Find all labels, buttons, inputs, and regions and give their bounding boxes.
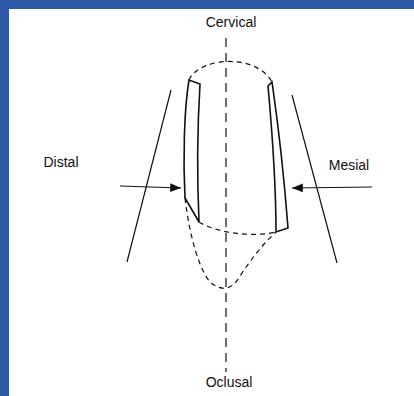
pressure-arrow — [292, 187, 372, 188]
distal-wall — [184, 80, 200, 222]
view-label: Oclusal — [206, 375, 253, 389]
view-label: Mesial — [329, 158, 369, 172]
cervical-outline — [189, 61, 272, 82]
occlusal-outline — [185, 198, 276, 288]
view-label: Cervical — [206, 15, 257, 29]
mesial-wall — [268, 82, 288, 232]
axis-line — [225, 38, 226, 372]
distal-tangent — [127, 90, 171, 262]
frame-strip — [0, 0, 414, 9]
view-label: Distal — [43, 155, 78, 169]
pressure-arrow — [120, 186, 181, 188]
occlusal-outline — [199, 222, 276, 234]
mesial-tangent — [292, 95, 337, 263]
frame-strip — [0, 0, 9, 396]
